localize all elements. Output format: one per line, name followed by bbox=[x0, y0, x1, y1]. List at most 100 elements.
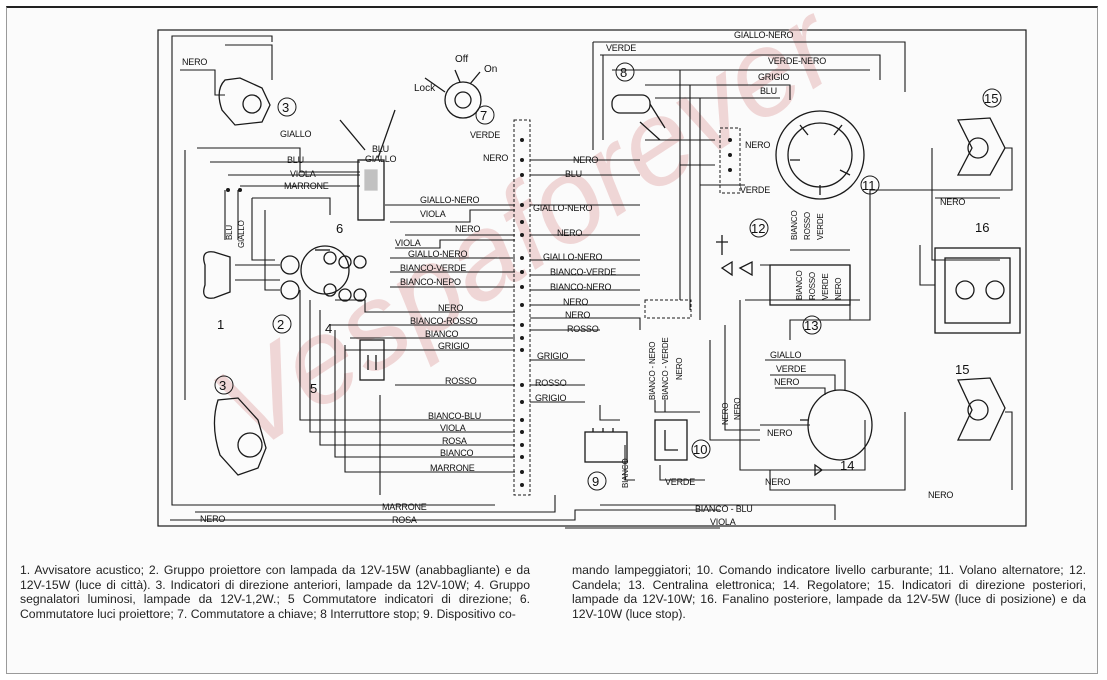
wire-label: NERO bbox=[745, 140, 770, 150]
wire-label: GIALLO bbox=[280, 129, 312, 139]
wire-label: BIANCO-VERDE bbox=[550, 267, 616, 277]
wire-label: BLU bbox=[372, 144, 389, 154]
wire-label: NERO bbox=[774, 377, 799, 387]
wire-label: BIANCO-NEPO bbox=[400, 277, 461, 287]
wire-label: VERDE bbox=[821, 273, 830, 300]
rear-indicator-top-symbol bbox=[956, 117, 1006, 176]
wire-label: GRIGIO bbox=[758, 72, 790, 82]
wire-label: VERDE bbox=[776, 364, 806, 374]
wire-label: NERO bbox=[721, 403, 730, 425]
wire-label: MARRONE bbox=[284, 181, 329, 191]
switch-label-off: Off bbox=[455, 54, 468, 65]
wire-label: GIALLO-NERO bbox=[543, 252, 603, 262]
wire-label: VIOLA bbox=[440, 423, 466, 433]
wire-label: BIANCO bbox=[795, 271, 804, 300]
component-number-12: 12 bbox=[751, 221, 765, 236]
wire-label: NERO bbox=[765, 477, 790, 487]
wire-label: NERO bbox=[565, 310, 590, 320]
flasher-symbol bbox=[584, 431, 628, 463]
legend-left: 1. Avvisatore acustico; 2. Gruppo proiet… bbox=[20, 563, 530, 621]
wire-label: GRIGIO bbox=[537, 351, 569, 361]
component-number-5: 5 bbox=[310, 381, 317, 396]
wire-label: NERO bbox=[483, 153, 508, 163]
component-number-15-bottom: 15 bbox=[955, 362, 969, 377]
wire-label: BLU bbox=[287, 155, 304, 165]
component-number-7: 7 bbox=[480, 108, 487, 123]
light-switch-symbol bbox=[357, 159, 385, 221]
wire-label: NERO bbox=[455, 224, 480, 234]
wire-label: BLU bbox=[225, 225, 234, 240]
component-symbols bbox=[203, 69, 1021, 477]
front-indicator-top-symbol bbox=[218, 77, 271, 126]
component-number-circles bbox=[214, 62, 1002, 491]
wire-label: GIALLO bbox=[365, 154, 397, 164]
spark-plug-symbol bbox=[720, 260, 753, 277]
wire-label: NERO bbox=[182, 57, 207, 67]
fuel-sender-symbol bbox=[654, 419, 688, 461]
wire-label: NERO bbox=[563, 297, 588, 307]
regulator-symbol bbox=[807, 389, 873, 461]
component-number-13: 13 bbox=[804, 318, 818, 333]
control-unit-symbol bbox=[769, 264, 851, 306]
wire-label: BIANCO bbox=[790, 211, 799, 240]
wire-label: GRIGIO bbox=[438, 341, 470, 351]
wire-label: NERO bbox=[834, 278, 843, 300]
component-number-3-top: 3 bbox=[282, 100, 289, 115]
component-number-15-top: 15 bbox=[984, 91, 998, 106]
front-indicator-bottom-symbol bbox=[213, 397, 267, 476]
component-number-9: 9 bbox=[592, 474, 599, 489]
wire-label: NERO bbox=[767, 428, 792, 438]
key-switch-symbol bbox=[444, 81, 482, 119]
wire-label: GIALLO-NERO bbox=[408, 249, 468, 259]
wire-label: BIANCO - NERO bbox=[648, 342, 657, 400]
component-number-8: 8 bbox=[620, 65, 627, 80]
wire-label: BIANCO-BLU bbox=[428, 411, 481, 421]
switch-label-on: On bbox=[484, 64, 497, 75]
wire-label: BIANCO - BLU bbox=[695, 504, 753, 514]
connector-blocks bbox=[513, 119, 741, 496]
wire-label: BIANCO-VERDE bbox=[400, 263, 466, 273]
wires bbox=[170, 35, 1013, 529]
wire-label: ROSSO bbox=[803, 212, 812, 240]
wire-label: GIALLO-NERO bbox=[533, 203, 593, 213]
wire-label: MARRONE bbox=[382, 502, 427, 512]
wire-label: BIANCO bbox=[425, 329, 459, 339]
tail-light-symbol bbox=[934, 247, 1021, 334]
wire-label: VERDE bbox=[665, 477, 695, 487]
wire-label: BIANCO bbox=[621, 459, 630, 488]
component-number-6: 6 bbox=[336, 221, 343, 236]
wire-label: VIOLA bbox=[420, 209, 446, 219]
flywheel-symbol bbox=[775, 110, 865, 200]
component-number-11: 11 bbox=[862, 178, 876, 193]
wire-label: ROSSO bbox=[567, 324, 599, 334]
component-number-16: 16 bbox=[975, 220, 989, 235]
component-number-3-bottom: 3 bbox=[219, 378, 226, 393]
wire-label: BIANCO bbox=[440, 448, 474, 458]
component-number-4: 4 bbox=[325, 321, 332, 336]
wire-label: NERO bbox=[733, 398, 742, 420]
diagram-border bbox=[157, 29, 1027, 527]
wire-label: VIOLA bbox=[290, 169, 316, 179]
page-frame bbox=[6, 6, 1098, 674]
wire-label: VERDE bbox=[606, 43, 636, 53]
wire-label: VERDE-NERO bbox=[768, 56, 826, 66]
wire-label: GIALLO bbox=[237, 220, 246, 248]
wire-label: MARRONE bbox=[430, 463, 475, 473]
wire-label: NERO bbox=[200, 514, 225, 524]
wire-label: BIANCO - VERDE bbox=[661, 337, 670, 400]
wire-label: NERO bbox=[940, 197, 965, 207]
wire-label: GRIGIO bbox=[535, 393, 567, 403]
wire-label: GIALLO-NERO bbox=[734, 30, 794, 40]
wire-label: BLU bbox=[565, 169, 582, 179]
wire-label: ROSSO bbox=[808, 272, 817, 300]
wire-label: VIOLA bbox=[395, 238, 421, 248]
wire-label: VERDE bbox=[816, 213, 825, 240]
wire-label: NERO bbox=[928, 490, 953, 500]
component-number-1: 1 bbox=[217, 317, 224, 332]
wire-label: ROSA bbox=[392, 515, 417, 525]
wire-label: VIOLA bbox=[710, 517, 736, 527]
wire-label: ROSA bbox=[442, 436, 467, 446]
wire-label: NERO bbox=[557, 228, 582, 238]
wire-label: VERDE bbox=[740, 185, 770, 195]
